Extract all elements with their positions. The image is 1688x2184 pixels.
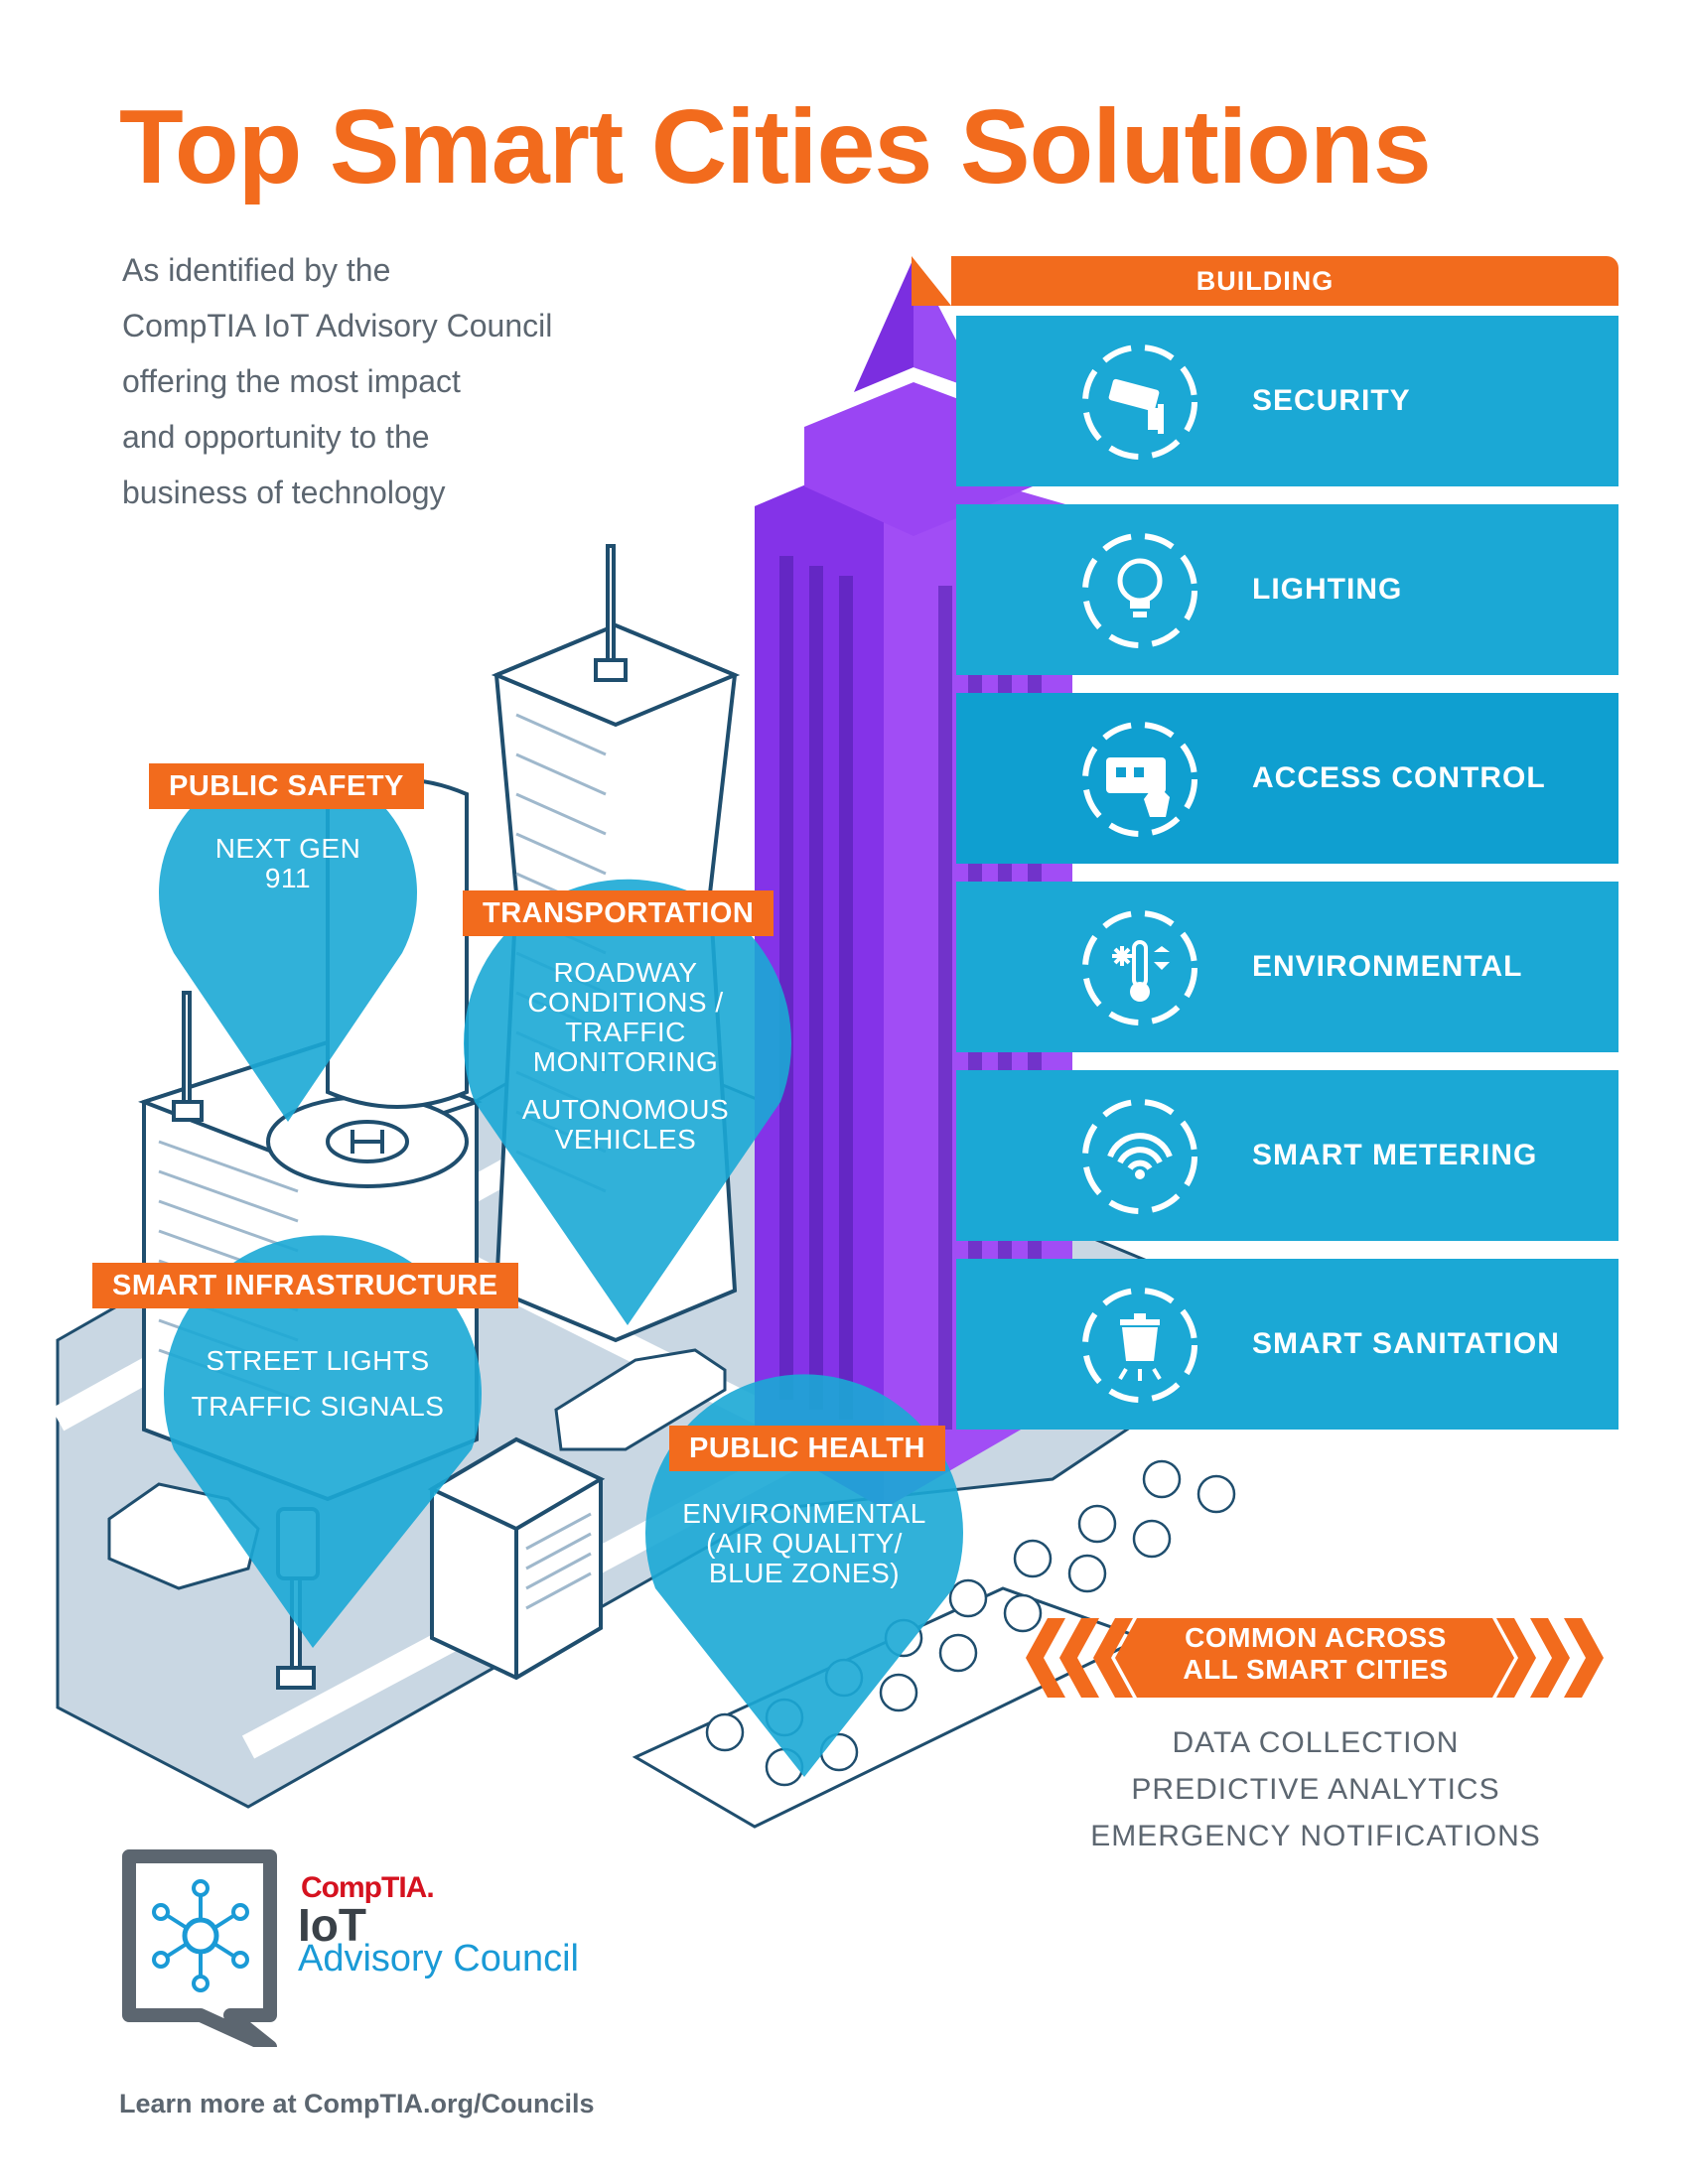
category-label: SECURITY <box>1252 384 1411 417</box>
list-item: EMERGENCY NOTIFICATIONS <box>1090 1820 1541 1852</box>
common-banner <box>1026 1618 1604 1698</box>
smart-infrastructure-text: STREET LIGHTS TRAFFIC SIGNALS <box>159 1338 477 1430</box>
comptia-brand: CompTIA. <box>301 1871 435 1904</box>
pin-line: CONDITIONS / <box>527 987 724 1018</box>
wireless-signal-icon <box>1082 1099 1197 1214</box>
pin-line: AUTONOMOUS <box>521 1094 730 1125</box>
common-label: COMMON ACROSS ALL SMART CITIES <box>1132 1622 1499 1686</box>
category-access-control[interactable]: ACCESS CONTROL <box>956 693 1618 864</box>
heading-pointer <box>912 256 951 306</box>
category-label: SMART METERING <box>1252 1139 1538 1171</box>
logo-council: Advisory Council <box>298 1938 579 1979</box>
box-building <box>427 1436 606 1681</box>
category-environmental[interactable]: ENVIRONMENTAL <box>956 882 1618 1052</box>
pin-line: TRAFFIC SIGNALS <box>191 1391 445 1422</box>
smart-infrastructure-tag: SMART INFRASTRUCTURE <box>92 1263 518 1308</box>
public-safety-tag: PUBLIC SAFETY <box>149 763 424 809</box>
intro-line: offering the most impact <box>122 363 461 399</box>
keypad-hand-icon <box>1082 722 1197 837</box>
category-security[interactable]: SECURITY <box>956 316 1618 486</box>
pin-smart-infrastructure <box>164 1235 482 1648</box>
logo-iot: IoT <box>298 1899 366 1951</box>
common-label-line: ALL SMART CITIES <box>1183 1654 1449 1685</box>
pin-line: MONITORING <box>532 1046 719 1077</box>
transportation-text: ROADWAY CONDITIONS / TRAFFIC MONITORING … <box>487 958 765 1155</box>
box-building-stripes <box>525 1512 592 1610</box>
pin-line: STREET LIGHTS <box>206 1345 430 1376</box>
pin-line: 911 <box>264 863 312 893</box>
public-health-tag: PUBLIC HEALTH <box>669 1426 945 1471</box>
pin-line: TRAFFIC <box>565 1017 686 1047</box>
page-title: Top Smart Cities Solutions <box>119 88 1432 205</box>
intro-line: As identified by the <box>122 252 391 288</box>
trash-bin-icon <box>1082 1288 1197 1403</box>
building-heading: BUILDING <box>912 256 1618 306</box>
category-label: LIGHTING <box>1252 573 1403 606</box>
category-label: ACCESS CONTROL <box>1252 761 1546 794</box>
category-label: ENVIRONMENTAL <box>1252 950 1523 983</box>
intro-line: CompTIA IoT Advisory Council <box>122 308 553 343</box>
public-safety-text: NEXT GEN 911 <box>169 834 407 893</box>
network-hub-icon <box>122 1849 277 2047</box>
category-label: SMART SANITATION <box>1252 1327 1560 1360</box>
category-lighting[interactable]: LIGHTING <box>956 504 1618 675</box>
pin-line: BLUE ZONES) <box>708 1558 901 1588</box>
pin-transportation <box>463 879 792 1325</box>
category-smart-metering[interactable]: SMART METERING <box>956 1070 1618 1241</box>
common-list: DATA COLLECTION PREDICTIVE ANALYTICS EME… <box>1023 1719 1609 1859</box>
pin-line: ENVIRONMENTAL <box>682 1498 926 1529</box>
common-label-line: COMMON ACROSS <box>1185 1622 1447 1653</box>
pin-public-health <box>645 1374 963 1777</box>
list-item: PREDICTIVE ANALYTICS <box>1131 1773 1500 1806</box>
pin-line: NEXT GEN <box>214 833 361 864</box>
footer-link[interactable]: Learn more at CompTIA.org/Councils <box>119 2089 595 2118</box>
intro-line: business of technology <box>122 475 446 510</box>
intro-line: and opportunity to the <box>122 419 430 455</box>
light-bulb-icon <box>1082 533 1197 648</box>
helipad <box>266 1095 469 1188</box>
pin-line: ROADWAY <box>553 957 698 988</box>
transportation-tag: TRANSPORTATION <box>463 890 774 936</box>
category-smart-sanitation[interactable]: SMART SANITATION <box>956 1259 1618 1430</box>
pin-public-safety <box>158 763 417 1122</box>
intro-text: As identified by the CompTIA IoT Advisor… <box>122 242 678 520</box>
car <box>107 1348 727 1590</box>
security-camera-icon <box>1082 344 1197 460</box>
antenna <box>172 991 204 1122</box>
pin-line: (AIR QUALITY/ <box>706 1528 903 1559</box>
public-health-text: ENVIRONMENTAL (AIR QUALITY/ BLUE ZONES) <box>655 1499 953 1588</box>
snowflake-thermometer-icon <box>1082 910 1197 1025</box>
pin-line: VEHICLES <box>554 1124 697 1155</box>
list-item: DATA COLLECTION <box>1172 1726 1460 1759</box>
